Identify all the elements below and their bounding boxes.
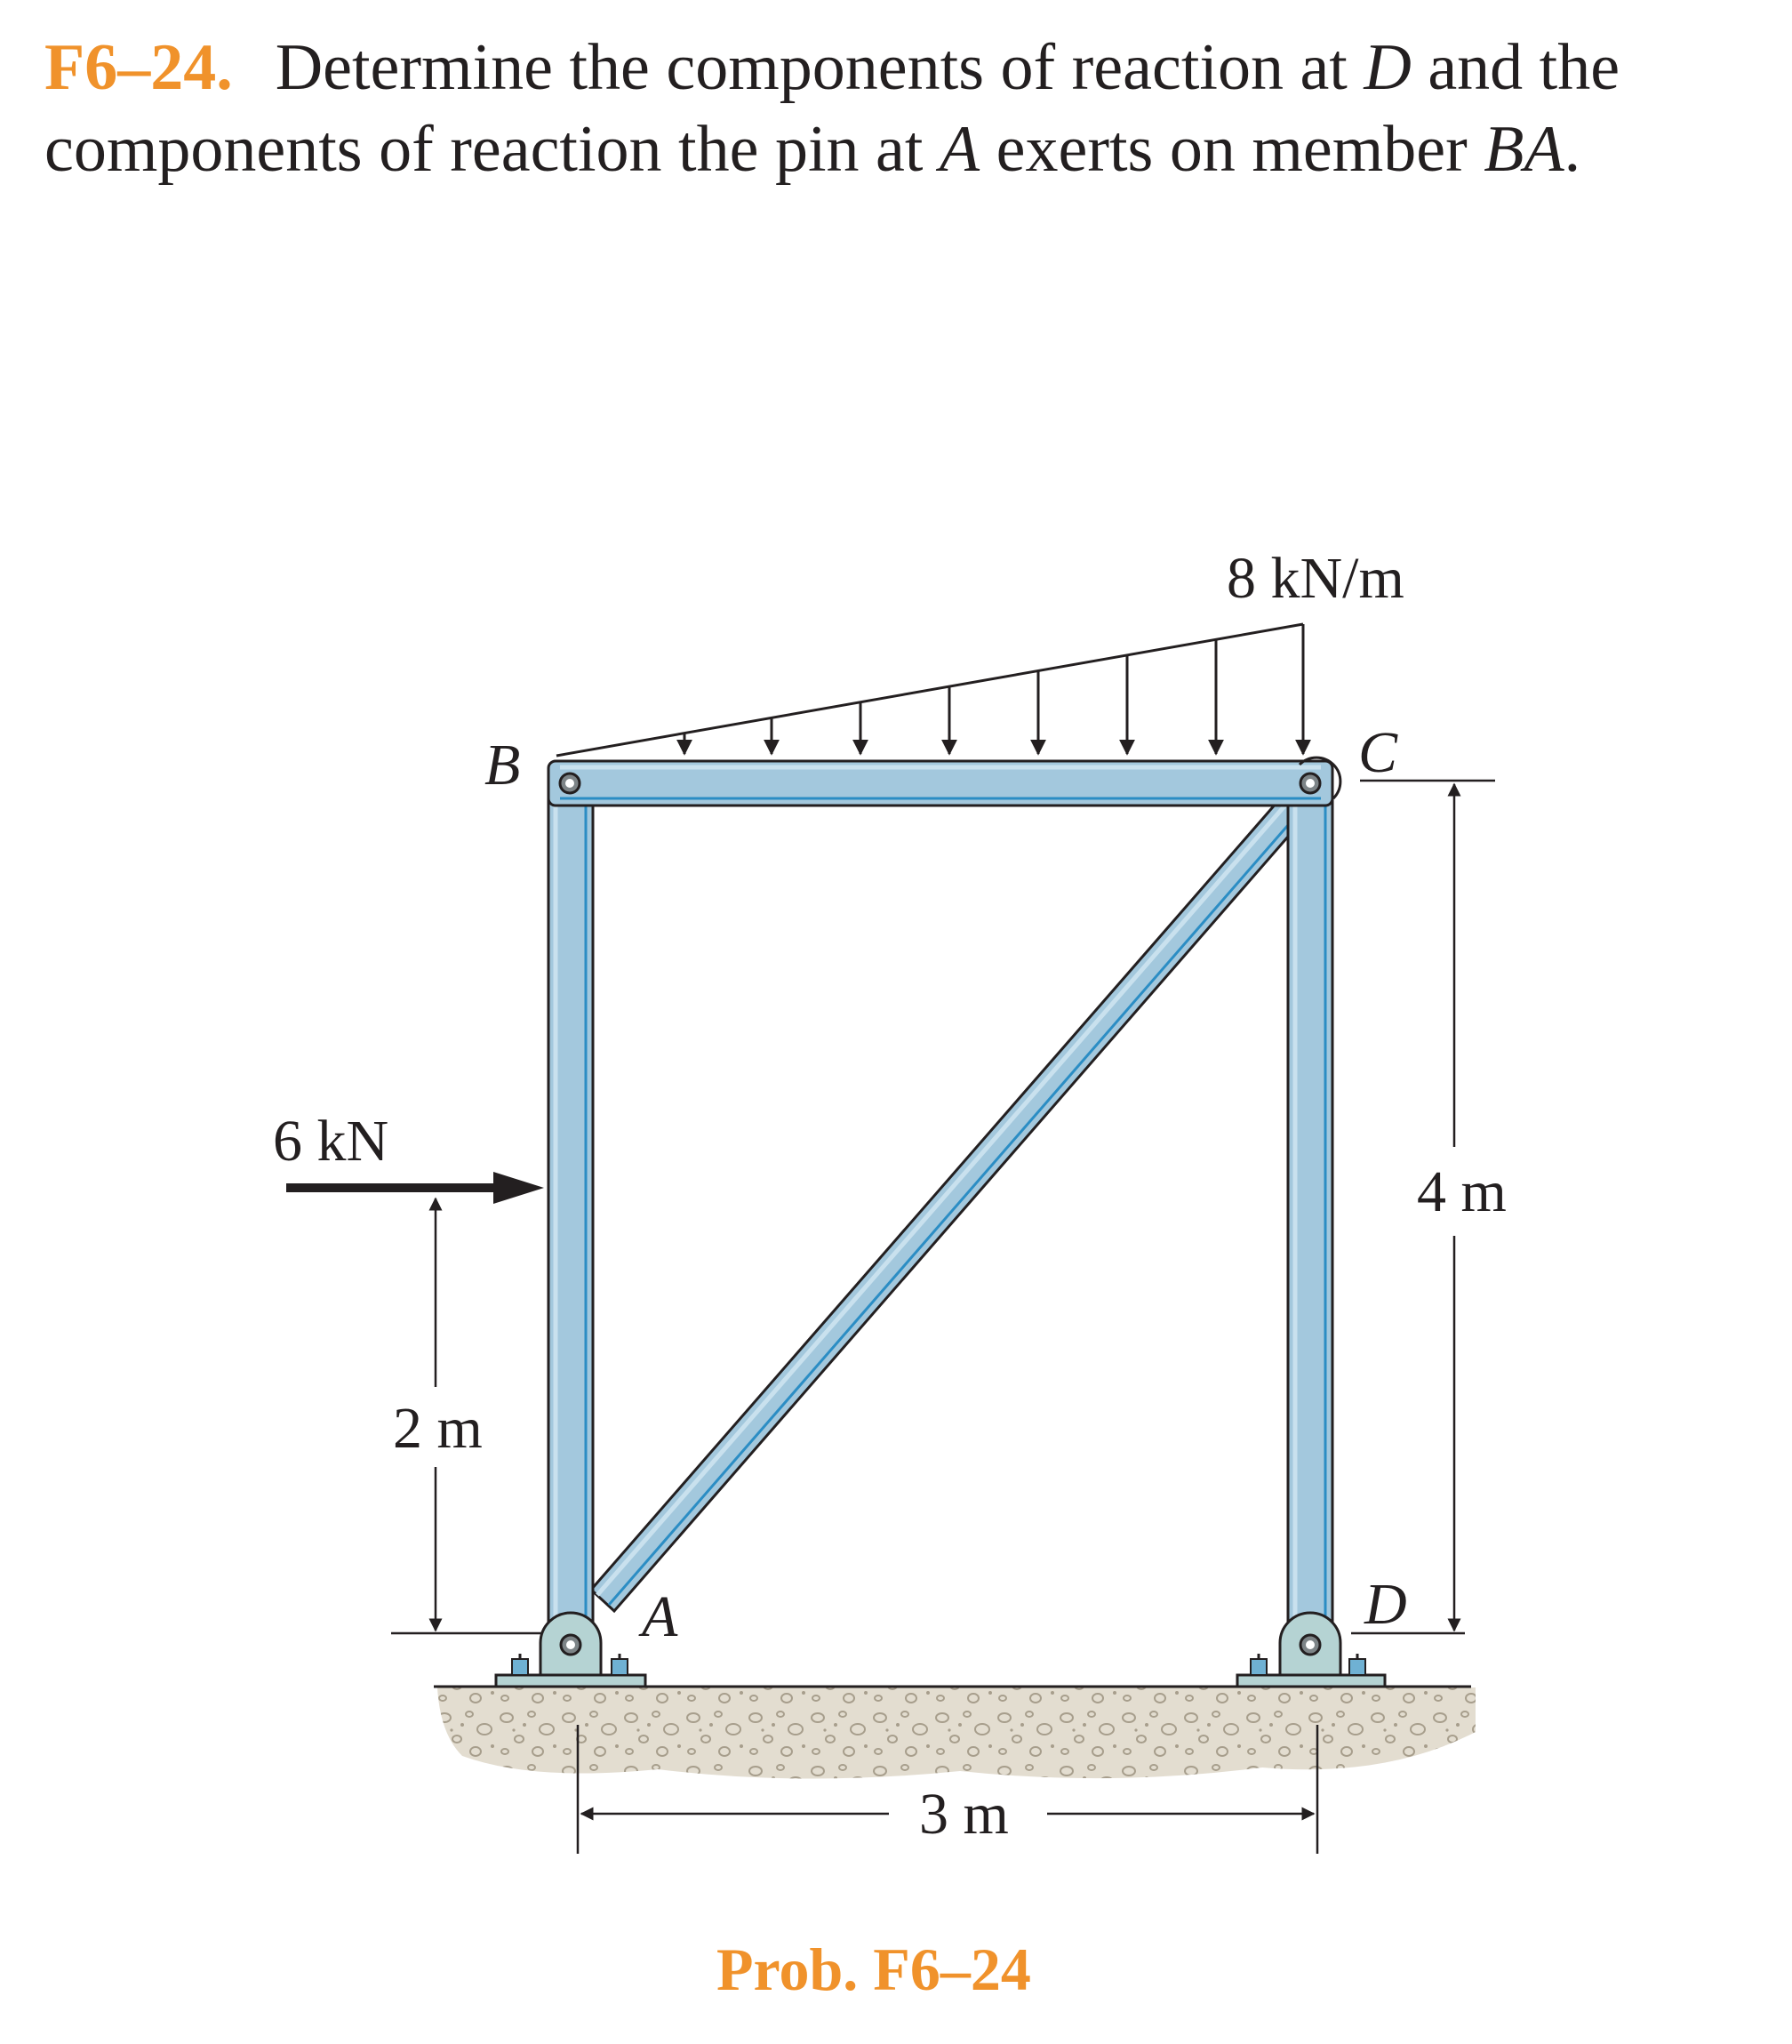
- member-ac: [588, 793, 1308, 1614]
- problem-text-4: .: [1564, 113, 1581, 186]
- load-envelope: [556, 622, 1304, 757]
- problem-text-1: Determine the components of reaction at: [275, 31, 1364, 104]
- anchor-bolt-icon: [1250, 1654, 1366, 1676]
- problem-point-d: D: [1364, 31, 1412, 104]
- base-plate-a: [494, 1654, 647, 1688]
- force-arrow-icon: [493, 1172, 544, 1204]
- pin-support-a: [539, 1611, 603, 1677]
- joint-label-b: B: [484, 733, 520, 798]
- distributed-load-label: 8 kN/m: [1227, 546, 1404, 611]
- pin-support-d: [1278, 1611, 1342, 1677]
- problem-statement: F6–24. Determine the components of reacti…: [44, 27, 1778, 190]
- ground: [434, 1685, 1476, 1779]
- dimension-label-frame-height: 4 m: [1417, 1159, 1507, 1224]
- dimension-span: [576, 1725, 1319, 1854]
- point-force-label: 6 kN: [273, 1109, 388, 1174]
- member-ba: [547, 770, 595, 1629]
- dimension-frame-height: [1351, 779, 1495, 1635]
- pin-b: [558, 772, 581, 795]
- dimension-force-height: [391, 1197, 542, 1635]
- joint-label-d: D: [1364, 1572, 1407, 1637]
- member-bc: [547, 759, 1334, 807]
- problem-text-3: exerts on member: [980, 113, 1484, 186]
- joint-label-c: C: [1358, 720, 1398, 785]
- joint-label-a: A: [638, 1584, 678, 1649]
- member-cd: [1286, 770, 1334, 1629]
- dimension-label-force-height: 2 m: [393, 1396, 483, 1461]
- base-plate-d: [1236, 1654, 1387, 1688]
- figure-caption: Prob. F6–24: [716, 1936, 1031, 2003]
- pin-c: [1298, 756, 1342, 800]
- distributed-load: [556, 622, 1311, 757]
- anchor-bolt-icon: [511, 1654, 628, 1676]
- problem-number: F6–24.: [44, 31, 233, 104]
- problem-text-2: and the components of reaction the pin a…: [44, 31, 1620, 186]
- problem-member: BA: [1484, 113, 1564, 186]
- dimension-label-span: 3 m: [919, 1782, 1009, 1847]
- point-force: [286, 1172, 544, 1204]
- problem-point-a: A: [939, 113, 980, 186]
